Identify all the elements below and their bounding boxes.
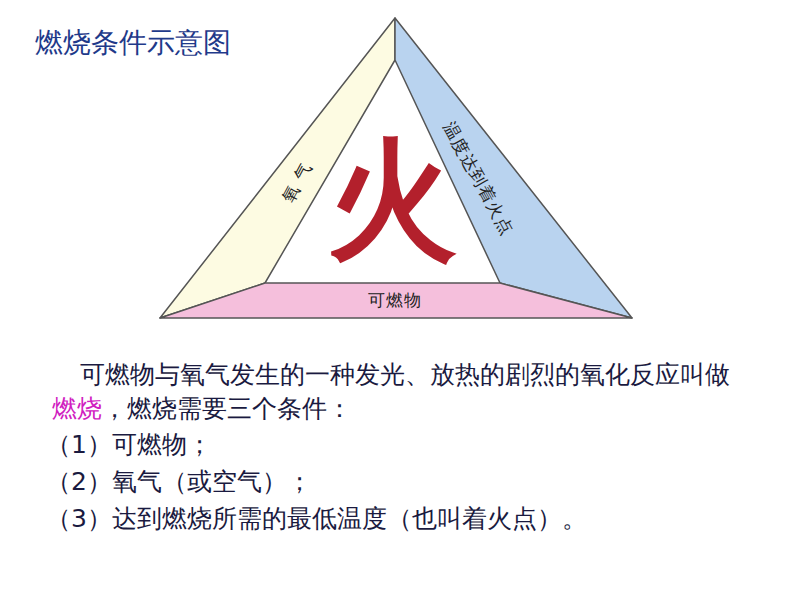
band-label: 可燃物 bbox=[368, 289, 422, 312]
definition-text: 可燃物与氧气发生的一种发光、放热的剧烈的氧化反应叫做燃烧，燃烧需要三个条件： bbox=[52, 358, 752, 426]
condition-item: （1）可燃物； bbox=[46, 428, 212, 462]
condition-band: 可燃物 bbox=[160, 283, 632, 318]
paragraph-part: ，燃烧需要三个条件： bbox=[102, 394, 352, 423]
fire-character: 火 bbox=[327, 135, 457, 265]
diagram-title: 燃烧条件示意图 bbox=[35, 24, 231, 62]
band-outline bbox=[160, 283, 632, 318]
condition-item: （2）氧气（或空气）； bbox=[46, 465, 312, 499]
highlight-term: 燃烧 bbox=[52, 394, 102, 423]
paragraph-part: 可燃物与氧气发生的一种发光、放热的剧烈的氧化反应叫做 bbox=[80, 360, 730, 389]
condition-item: （3）达到燃烧所需的最低温度（也叫着火点）。 bbox=[46, 502, 587, 536]
